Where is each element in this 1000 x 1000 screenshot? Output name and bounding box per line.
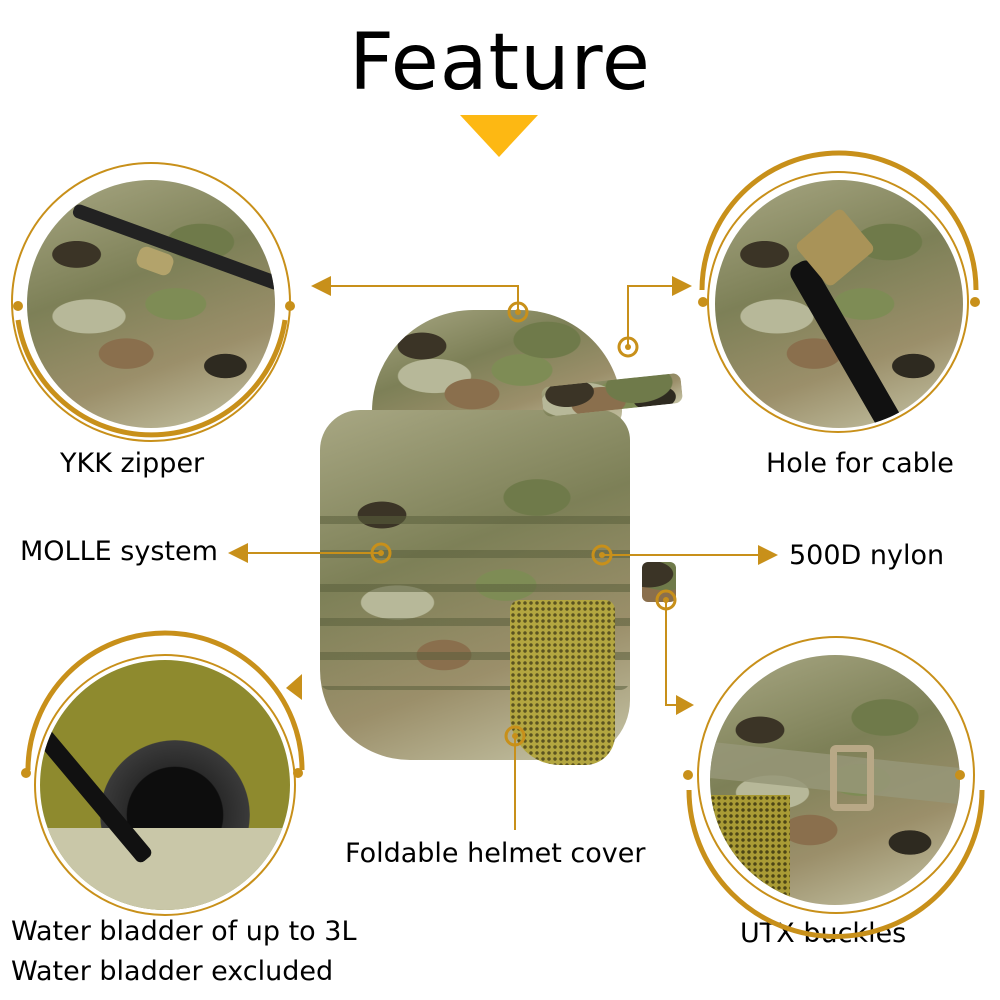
arrow-left-icon: [228, 543, 248, 563]
water-bladder-photo: [40, 660, 290, 910]
arrow-left-icon: [311, 276, 331, 296]
label-molle-system: MOLLE system: [20, 536, 218, 567]
title-down-arrow-icon: [460, 115, 538, 157]
label-hole-for-cable: Hole for cable: [766, 448, 954, 479]
mesh-pocket: [510, 600, 615, 765]
label-water-bladder-line1: Water bladder of up to 3L: [11, 916, 357, 947]
utx-buckles-photo: [710, 655, 960, 905]
hole-for-cable-photo: [715, 180, 963, 428]
arrow-right-icon: [672, 276, 692, 296]
label-water-bladder-line2: Water bladder excluded: [11, 956, 334, 987]
side-buckle-tab: [642, 562, 676, 602]
ykk-zipper-photo: [27, 180, 275, 428]
backpack-product-image: [312, 300, 692, 780]
label-500d-nylon: 500D nylon: [789, 540, 945, 571]
label-utx-buckles: UTX buckles: [740, 918, 907, 949]
arrow-left-icon: [286, 674, 302, 700]
label-ykk-zipper: YKK zipper: [60, 448, 205, 479]
page-title: Feature: [349, 18, 651, 108]
label-helmet-cover: Foldable helmet cover: [345, 838, 646, 869]
arrow-right-icon: [758, 545, 778, 565]
